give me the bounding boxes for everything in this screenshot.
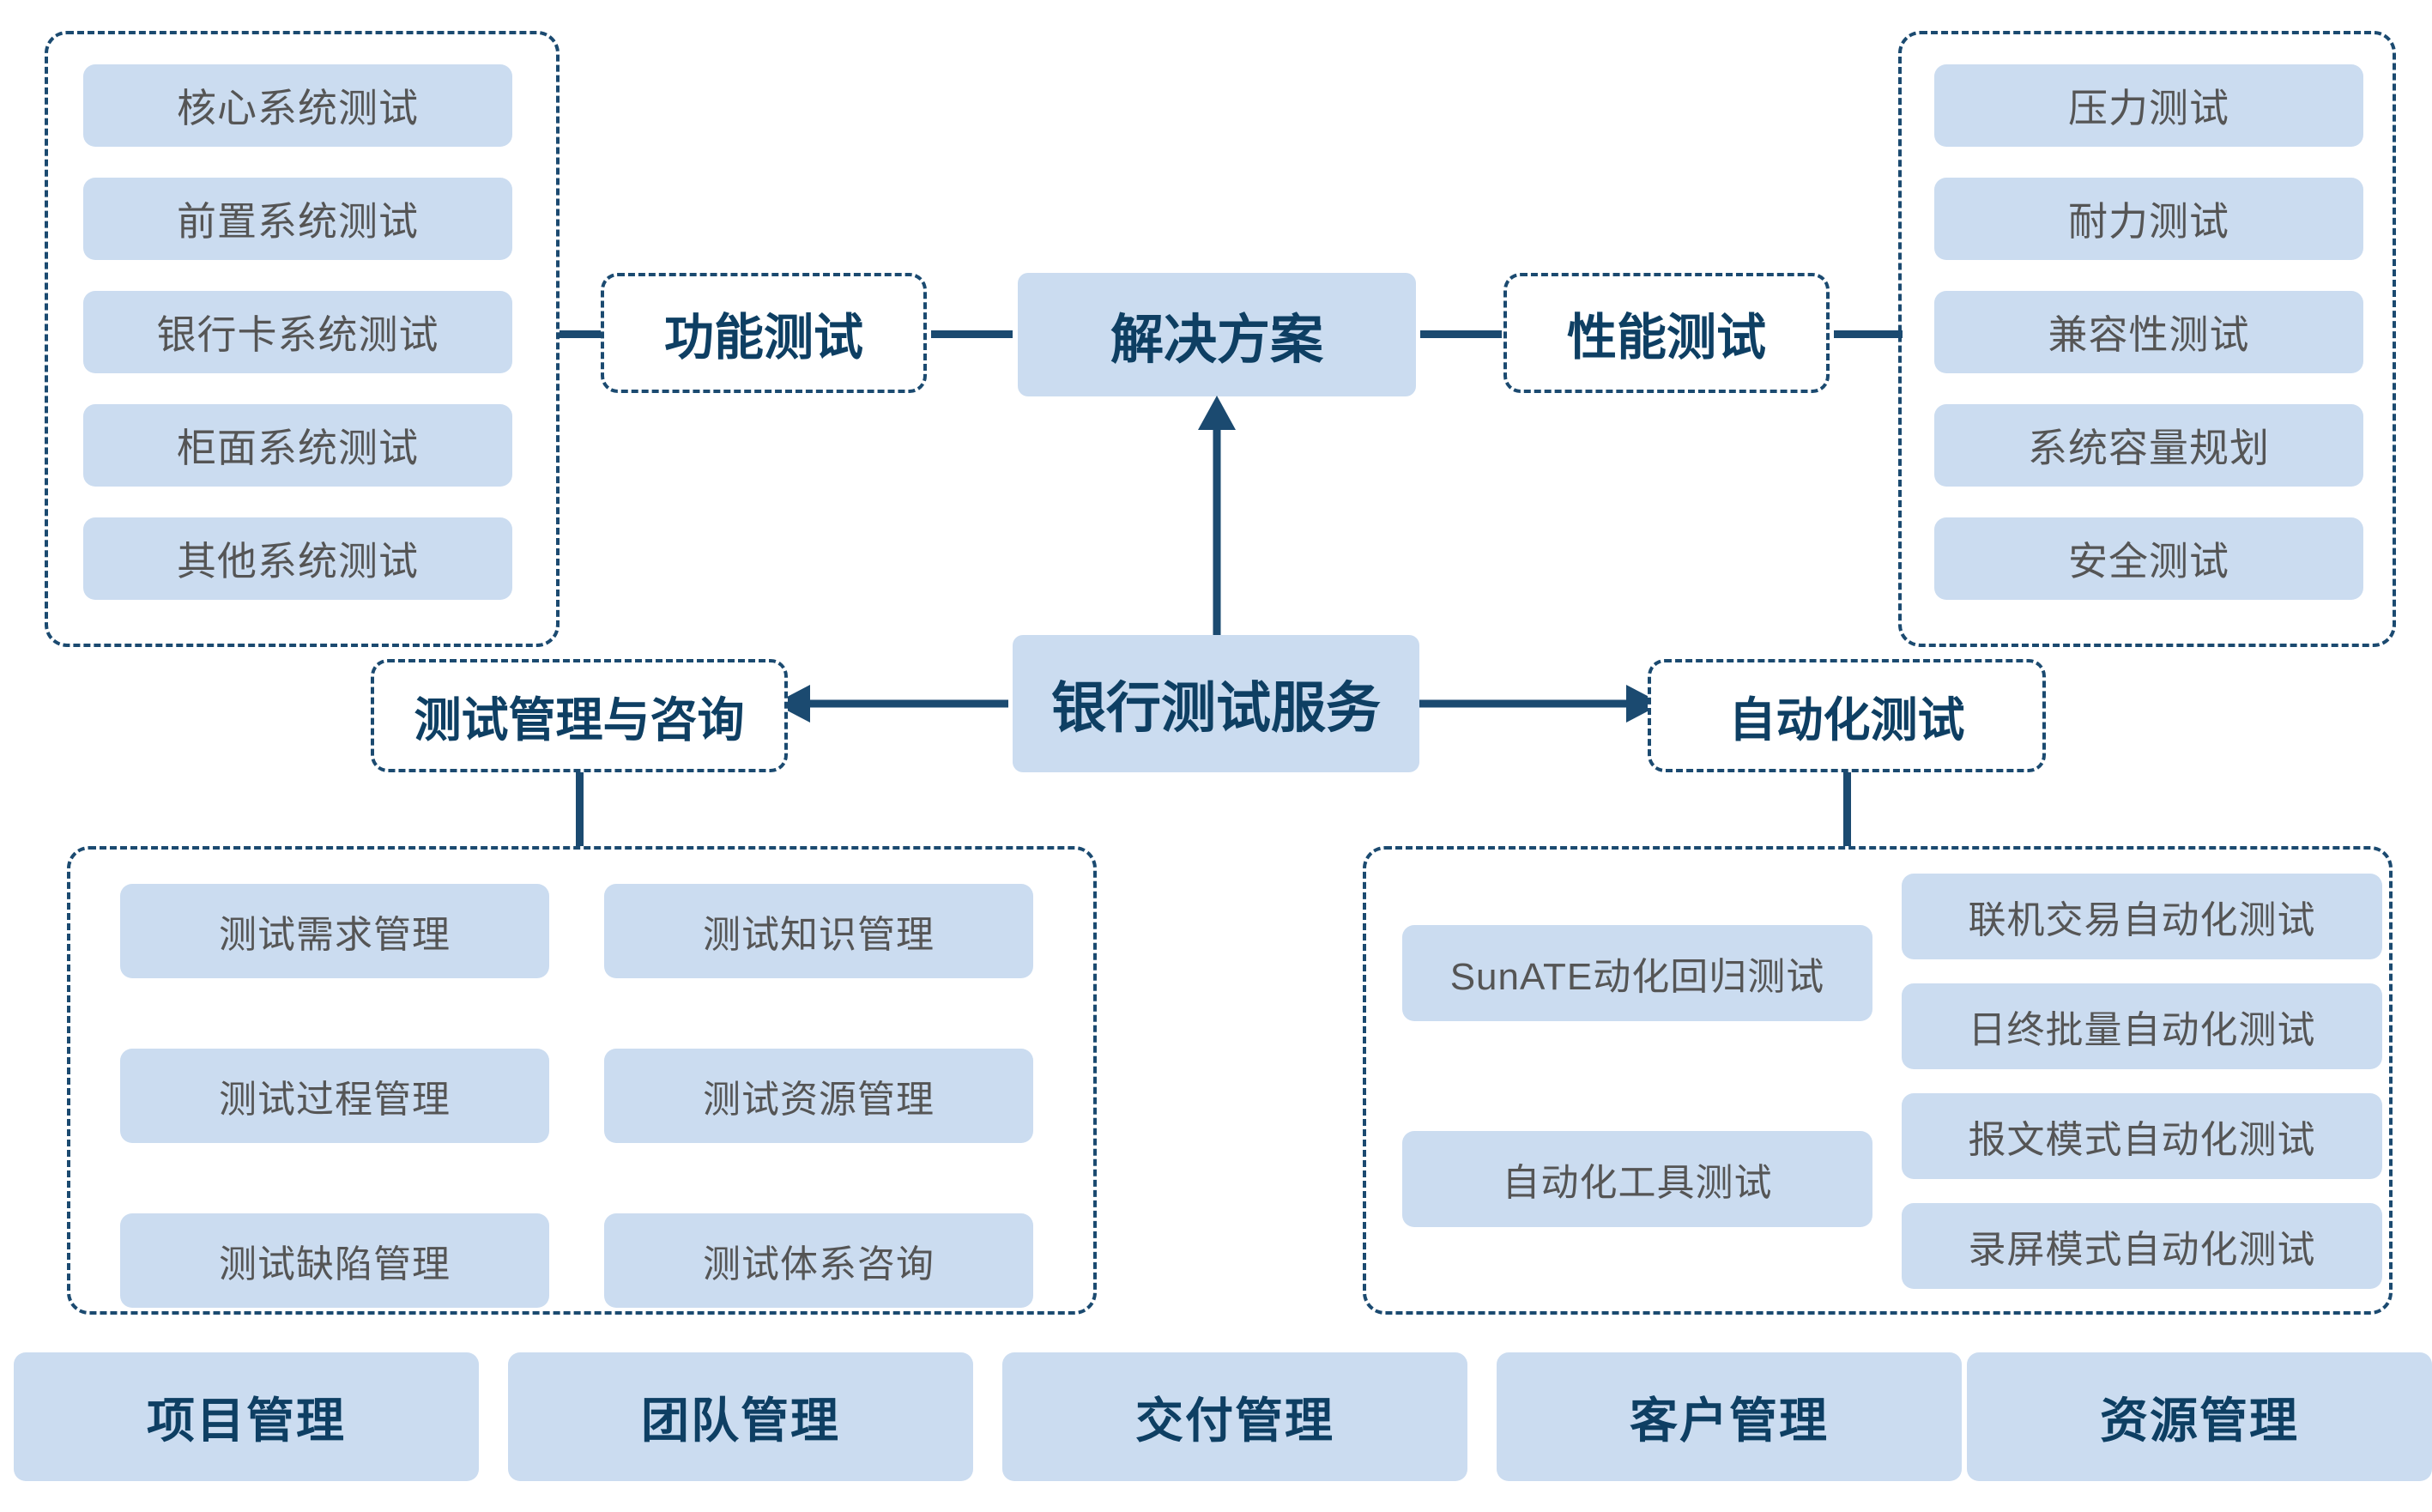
arrow-root-to-automation [1419, 685, 1662, 723]
chip-test-system-consulting[interactable]: 测试体系咨询 [604, 1213, 1033, 1308]
chip-test-knowledge-management[interactable]: 测试知识管理 [604, 884, 1033, 978]
chip-compatibility-test[interactable]: 兼容性测试 [1934, 291, 2363, 373]
connector-performance-label-to-group [1834, 330, 1903, 338]
chip-core-system-test[interactable]: 核心系统测试 [83, 64, 512, 147]
node-functional-testing[interactable]: 功能测试 [601, 273, 927, 393]
chip-capacity-planning[interactable]: 系统容量规划 [1934, 404, 2363, 487]
chip-test-defect-management[interactable]: 测试缺陷管理 [120, 1213, 549, 1308]
connector-solution-to-performance [1420, 330, 1502, 338]
chip-eod-batch-automation-test[interactable]: 日终批量自动化测试 [1902, 983, 2382, 1069]
bar-chip-team-management[interactable]: 团队管理 [508, 1352, 973, 1481]
connector-functional-to-solution [931, 330, 1013, 338]
functional-testing-group [45, 31, 560, 647]
bar-chip-project-management[interactable]: 项目管理 [14, 1352, 479, 1481]
connector-automation-to-group [1843, 772, 1851, 846]
chip-test-process-management[interactable]: 测试过程管理 [120, 1049, 549, 1143]
test-management-group [67, 846, 1097, 1315]
bar-chip-resource-management[interactable]: 资源管理 [1967, 1352, 2432, 1481]
bar-chip-customer-management[interactable]: 客户管理 [1497, 1352, 1962, 1481]
node-test-management-consulting[interactable]: 测试管理与咨询 [371, 659, 788, 772]
chip-endurance-test[interactable]: 耐力测试 [1934, 178, 2363, 260]
arrow-root-to-management [772, 685, 1008, 723]
chip-other-system-test[interactable]: 其他系统测试 [83, 517, 512, 600]
node-performance-testing[interactable]: 性能测试 [1503, 273, 1830, 393]
connector-management-to-group [576, 772, 584, 846]
chip-front-system-test[interactable]: 前置系统测试 [83, 178, 512, 260]
chip-stress-test[interactable]: 压力测试 [1934, 64, 2363, 147]
chip-test-resource-management[interactable]: 测试资源管理 [604, 1049, 1033, 1143]
chip-screen-record-automation-test[interactable]: 录屏模式自动化测试 [1902, 1203, 2382, 1289]
chip-counter-system-test[interactable]: 柜面系统测试 [83, 404, 512, 487]
bar-chip-delivery-management[interactable]: 交付管理 [1002, 1352, 1467, 1481]
chip-message-mode-automation-test[interactable]: 报文模式自动化测试 [1902, 1093, 2382, 1179]
chip-online-transaction-automation-test[interactable]: 联机交易自动化测试 [1902, 874, 2382, 959]
node-solution[interactable]: 解决方案 [1018, 273, 1416, 396]
chip-bankcard-system-test[interactable]: 银行卡系统测试 [83, 291, 512, 373]
node-bank-testing-service[interactable]: 银行测试服务 [1013, 635, 1419, 772]
arrow-root-to-solution [1198, 396, 1236, 639]
chip-automation-tool-test[interactable]: 自动化工具测试 [1402, 1131, 1872, 1227]
automation-testing-group [1363, 846, 2393, 1315]
performance-testing-group [1898, 31, 2396, 647]
chip-test-requirement-management[interactable]: 测试需求管理 [120, 884, 549, 978]
node-automation-testing[interactable]: 自动化测试 [1648, 659, 2046, 772]
chip-security-test[interactable]: 安全测试 [1934, 517, 2363, 600]
connector-functional-group-to-label [560, 330, 628, 338]
chip-sunate-regression-test[interactable]: SunATE动化回归测试 [1402, 925, 1872, 1021]
